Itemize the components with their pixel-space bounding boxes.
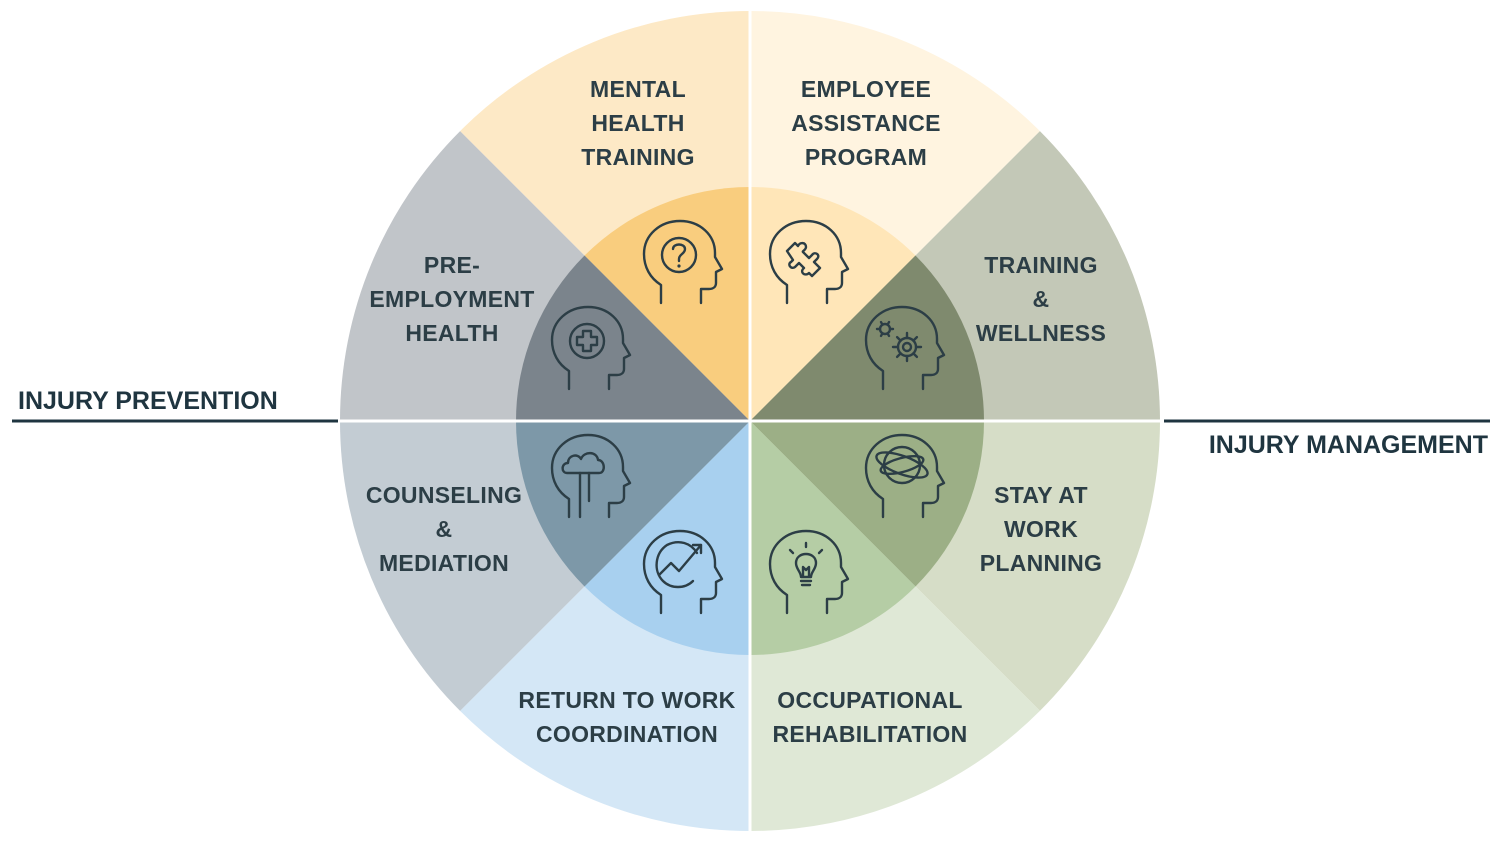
- label-line: COUNSELING: [366, 482, 522, 508]
- injury-prevention-label: INJURY PREVENTION: [18, 387, 278, 415]
- wheel-icons: [550, 219, 946, 615]
- label-occupational-rehabilitation: OCCUPATIONAL REHABILITATION: [773, 687, 968, 747]
- label-line: &: [436, 516, 453, 542]
- head-gears-icon: [864, 305, 946, 391]
- label-line: EMPLOYEE: [801, 76, 931, 102]
- inner-segment-pre-employment-health: [516, 255, 750, 421]
- head-growth-icon: [642, 529, 724, 615]
- inner-segment-stay-at-work-planning: [750, 421, 984, 587]
- inner-segment-return-to-work-coordination: [584, 421, 750, 655]
- head-lightbulb-icon: [768, 529, 850, 615]
- head-orbit-icon: [864, 433, 946, 519]
- label-line: HEALTH: [405, 320, 498, 346]
- head-cloud-icon: [550, 433, 632, 519]
- label-return-to-work-coordination: RETURN TO WORK COORDINATION: [518, 687, 735, 747]
- label-line: PRE-: [424, 252, 480, 278]
- head-puzzle-icon: [768, 219, 850, 305]
- label-line: WORK: [1004, 516, 1078, 542]
- label-line: COORDINATION: [536, 721, 718, 747]
- label-line: MEDIATION: [379, 550, 509, 576]
- label-line: ASSISTANCE: [791, 110, 941, 136]
- label-line: PROGRAM: [805, 144, 927, 170]
- label-pre-employment-health: PRE- EMPLOYMENT HEALTH: [369, 252, 534, 346]
- label-line: TRAINING: [581, 144, 695, 170]
- label-line: OCCUPATIONAL: [777, 687, 962, 713]
- injury-prevention-group: INJURY PREVENTION: [12, 387, 338, 423]
- label-stay-at-work-planning: STAY AT WORK PLANNING: [980, 482, 1103, 576]
- label-line: STAY AT: [994, 482, 1088, 508]
- label-line: PLANNING: [980, 550, 1103, 576]
- wheel-dividers: [340, 11, 1160, 831]
- label-line: MENTAL: [590, 76, 686, 102]
- wheel-labels: MENTAL HEALTH TRAINING EMPLOYEE ASSISTANCE PR…: [366, 76, 1106, 747]
- inner-segment-occupational-rehabilitation: [750, 421, 916, 655]
- label-line: REHABILITATION: [773, 721, 968, 747]
- label-line: RETURN TO WORK: [518, 687, 735, 713]
- label-employee-assistance-program: EMPLOYEE ASSISTANCE PROGRAM: [791, 76, 941, 170]
- label-mental-health-training: MENTAL HEALTH TRAINING: [581, 76, 695, 170]
- head-medical-cross-icon: [550, 305, 632, 391]
- label-training-wellness: TRAINING & WELLNESS: [976, 252, 1106, 346]
- label-counseling-mediation: COUNSELING & MEDIATION: [366, 482, 522, 576]
- label-line: WELLNESS: [976, 320, 1106, 346]
- head-question-icon: [642, 219, 724, 305]
- label-line: &: [1033, 286, 1050, 312]
- label-line: HEALTH: [591, 110, 684, 136]
- inner-segment-counseling-mediation: [516, 421, 750, 587]
- injury-management-group: INJURY MANAGEMENT: [1164, 419, 1490, 459]
- label-line: EMPLOYMENT: [369, 286, 534, 312]
- label-line: TRAINING: [984, 252, 1098, 278]
- inner-segment-mental-health-training: [584, 187, 750, 421]
- injury-management-label: INJURY MANAGEMENT: [1209, 431, 1488, 459]
